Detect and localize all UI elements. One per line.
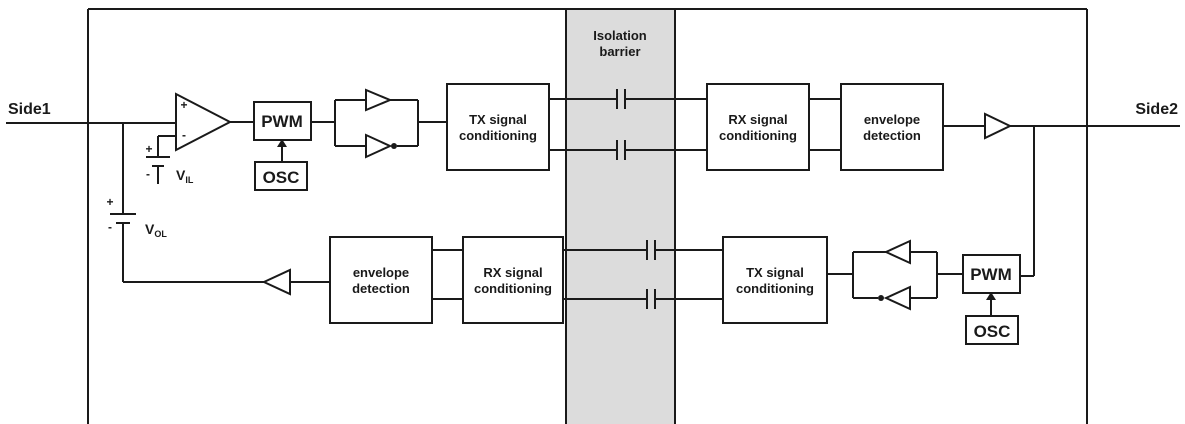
- barrier-label-line1: Isolation: [593, 28, 647, 43]
- rx-label-bottom-1: RX signal: [483, 265, 542, 280]
- tx-block-bottom: [722, 236, 828, 324]
- buffer-bottom-a: [883, 239, 911, 265]
- output-buffer-side2: [984, 112, 1013, 140]
- osc-arrowhead-bottom: [986, 292, 996, 300]
- tx-block-top: [446, 83, 550, 171]
- osc-label-top: OSC: [263, 168, 300, 187]
- vol-label: VOL: [145, 221, 167, 239]
- pwm-label-bottom: PWM: [970, 265, 1012, 284]
- rx-label-top-1: RX signal: [728, 112, 787, 127]
- comparator-plus-label: +: [180, 98, 187, 112]
- comparator-symbol: [175, 92, 233, 152]
- vol-minus-label: -: [108, 220, 112, 234]
- barrier-label-line2: barrier: [599, 44, 640, 59]
- vil-plus-label: +: [145, 142, 152, 156]
- rx-label-top-2: conditioning: [719, 128, 797, 143]
- side1-label: Side1: [8, 101, 51, 118]
- vil-label: VIL: [176, 167, 194, 185]
- output-buffer-side1: [261, 268, 291, 296]
- env-block-top: [840, 83, 944, 171]
- vol-plus-label: +: [106, 195, 113, 209]
- buffer-top-a: [365, 88, 393, 112]
- isolation-barrier-band: [566, 9, 675, 424]
- tx-label-bottom-1: TX signal: [746, 265, 804, 280]
- env-block-bottom: [329, 236, 433, 324]
- vil-minus-label: -: [146, 167, 150, 181]
- rx-label-bottom-2: conditioning: [474, 281, 552, 296]
- env-label-top-2: detection: [863, 128, 921, 143]
- inverter-bubble-top: [391, 143, 397, 149]
- tx-label-top-1: TX signal: [469, 112, 527, 127]
- inverter-bubble-bottom: [878, 295, 884, 301]
- osc-arrowhead-top: [277, 139, 287, 147]
- rx-block-bottom: [462, 236, 564, 324]
- osc-label-bottom: OSC: [974, 322, 1011, 341]
- osc-block-top: [254, 161, 308, 191]
- comparator-minus-label: -: [182, 128, 186, 142]
- tx-label-bottom-2: conditioning: [736, 281, 814, 296]
- env-label-bottom-2: detection: [352, 281, 410, 296]
- rx-block-top: [706, 83, 810, 171]
- osc-block-bottom: [965, 315, 1019, 345]
- side2-label: Side2: [1135, 101, 1178, 118]
- tx-label-top-2: conditioning: [459, 128, 537, 143]
- env-label-bottom-1: envelope: [353, 265, 409, 280]
- env-label-top-1: envelope: [864, 112, 920, 127]
- pwm-label-top: PWM: [261, 112, 303, 131]
- inverter-top-b: [365, 133, 393, 159]
- inverter-bottom-b: [883, 285, 911, 311]
